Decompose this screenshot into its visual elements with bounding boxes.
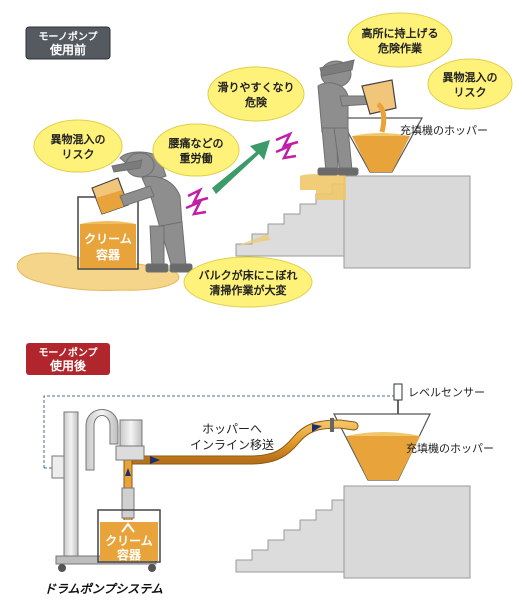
after-container-label-1: クリーム xyxy=(105,534,153,548)
after-cream-container: クリーム 容器 xyxy=(97,509,161,563)
before-section: モーノポンプ 使用前 クリーム 容器 xyxy=(16,12,513,308)
after-badge-line1: モーノポンプ xyxy=(38,346,98,359)
before-cream-container: クリーム 容器 xyxy=(77,196,139,270)
after-section: モーノポンプ 使用後 レベルセンサー 充填機のホッパー xyxy=(26,343,494,579)
bubble-lift: 高所に持上げる 危険作業 xyxy=(347,12,453,68)
bubble-slippery: 滑りやすくなり 危険 xyxy=(207,66,305,122)
bubble-slippery-line1: 滑りやすくなり xyxy=(218,80,295,94)
bubble-slippery-line2: 危険 xyxy=(244,95,268,109)
after-badge: モーノポンプ 使用後 xyxy=(26,343,110,375)
before-badge: モーノポンプ 使用前 xyxy=(25,26,111,60)
bubble-foreign-matter-right: 異物混入の リスク xyxy=(427,58,513,110)
worker-lifting xyxy=(317,59,373,176)
footer-title: ドラムポンプシステム xyxy=(44,582,163,596)
direction-arrow xyxy=(212,140,270,194)
bubble-left-risk-line1: 異物混入の xyxy=(51,132,106,146)
before-hopper-label: 充填機のホッパー xyxy=(400,123,488,137)
after-badge-line2: 使用後 xyxy=(49,358,87,373)
pain-mark-2 xyxy=(275,131,299,160)
level-sensor-label: レベルセンサー xyxy=(408,386,485,399)
bubble-back-pain-line2: 重労働 xyxy=(180,151,213,165)
floor-spill xyxy=(16,252,180,292)
before-staircase xyxy=(235,174,471,269)
before-hopper: 充填機のホッパー xyxy=(338,117,488,173)
bubble-back-pain-line1: 腰痛などの xyxy=(168,136,224,150)
after-hopper: 充填機のホッパー xyxy=(333,413,494,481)
bubble-back-pain: 腰痛などの 重労働 xyxy=(152,123,240,177)
after-staircase xyxy=(235,485,471,579)
before-badge-line2: 使用前 xyxy=(49,42,86,57)
transfer-label-line2: インライン移送 xyxy=(190,437,274,452)
bubble-lift-line2: 危険作業 xyxy=(377,41,423,55)
worker-bending xyxy=(111,151,193,273)
bubble-lift-line1: 高所に持上げる xyxy=(362,26,439,40)
pain-mark-1 xyxy=(185,187,209,216)
bubble-right-risk-line2: リスク xyxy=(454,86,487,99)
bubble-left-risk-line2: リスク xyxy=(62,148,95,161)
before-badge-line1: モーノポンプ xyxy=(38,30,98,43)
transfer-label-line1: ホッパーへ xyxy=(202,422,262,436)
before-container-label-2: 容器 xyxy=(95,247,121,262)
bubble-foreign-matter-left: 異物混入の リスク xyxy=(33,119,123,173)
after-hopper-label: 充填機のホッパー xyxy=(406,441,494,455)
bubble-spill: バルクが床にこぼれ 清掃作業が大変 xyxy=(183,256,313,308)
after-container-label-2: 容器 xyxy=(116,547,142,562)
bubble-right-risk-line1: 異物混入の xyxy=(443,70,498,84)
bubble-spill-line1: バルクが床にこぼれ xyxy=(199,268,298,282)
pouring-bucket xyxy=(361,79,397,133)
bubble-spill-line2: 清掃作業が大変 xyxy=(210,283,287,297)
level-sensor-signal-line xyxy=(43,395,399,468)
before-container-label-1: クリーム xyxy=(84,232,132,246)
